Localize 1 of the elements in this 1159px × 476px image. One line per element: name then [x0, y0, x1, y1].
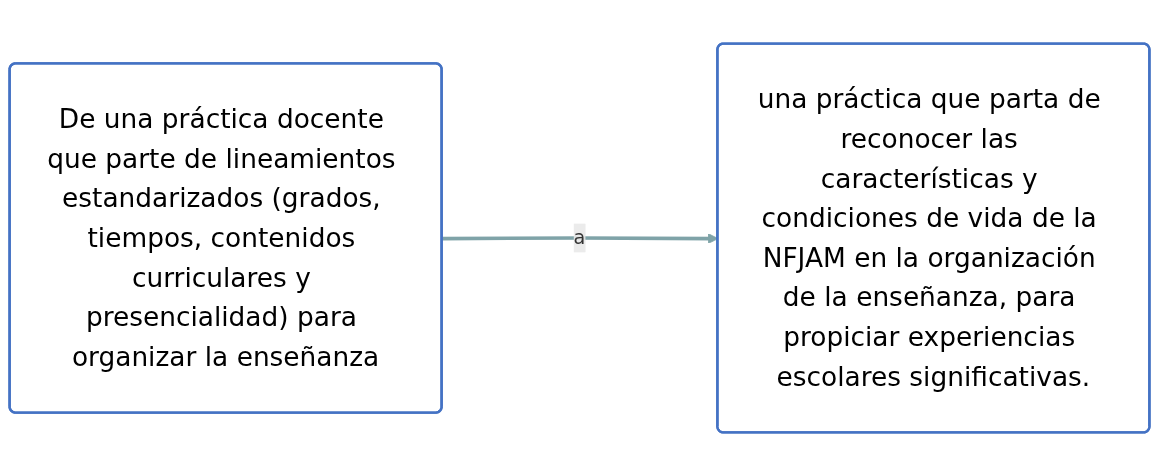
edge-label: a — [573, 226, 586, 249]
